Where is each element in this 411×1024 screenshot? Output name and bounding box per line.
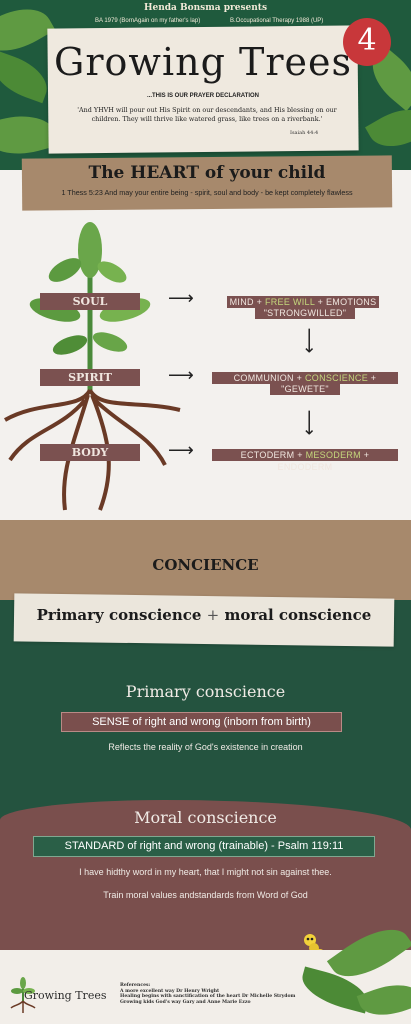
moral-title: Moral conscience: [134, 808, 277, 827]
level-label-soul: SOUL: [40, 293, 140, 310]
arrow-down-icon: ⟶: [298, 327, 320, 354]
reference-item: Growing kids God's way Gary and Anne Mar…: [120, 999, 251, 1005]
concience-title: CONCIENCE: [152, 556, 259, 574]
credential-left: BA 1979 (BornAgain on my father's lap): [95, 18, 201, 24]
presenter-line: Henda Bonsma presents: [143, 3, 268, 13]
reference-item: A more excellent way Dr Henry Wright: [120, 988, 220, 994]
moral-text: Train moral values andstandards from Wor…: [103, 890, 308, 900]
arrow-right-icon: ⟶: [168, 365, 194, 386]
primary-section: [0, 660, 411, 810]
references: References: A more excellent way Dr Henr…: [120, 983, 295, 1005]
spirit-subtitle: "GEWETE": [270, 384, 340, 395]
moral-verse: I have hidthy word in my heart, that I m…: [79, 867, 332, 877]
spirit-components: COMMUNION + CONSCIENCE + INTUITION: [212, 372, 398, 395]
references-title: References:: [120, 983, 151, 988]
level-label-body: BODY: [40, 444, 140, 461]
scripture-quote: 'And YHVH will pour out His Spirit on ou…: [77, 106, 337, 123]
heart-title: The HEART of your child: [88, 163, 326, 183]
primary-title: Primary conscience: [125, 682, 286, 701]
moral-definition-box: STANDARD of right and wrong (trainable) …: [33, 836, 375, 857]
footer-logo-text: Growing Trees: [24, 989, 107, 1002]
concience-equation: Primary conscience + moral conscience: [36, 606, 372, 624]
credential-right: B.Occupational Therapy 1988 (UP): [230, 18, 324, 24]
arrow-right-icon: ⟶: [168, 288, 194, 309]
soul-subtitle: "STRONGWILLED": [255, 308, 355, 319]
issue-badge: 4: [343, 18, 391, 66]
heart-background: [0, 170, 411, 550]
primary-definition-box: SENSE of right and wrong (inborn from bi…: [61, 712, 342, 732]
arrow-right-icon: ⟶: [168, 440, 194, 461]
reference-item: Healing begins with sanctification of th…: [120, 994, 296, 1000]
moral-section: [0, 800, 411, 960]
tree-logo-icon: [10, 977, 36, 1013]
soul-components: MIND + FREE WILL + EMOTIONS: [227, 296, 379, 308]
subtitle: ...THIS IS OUR PRAYER DECLARATION: [146, 93, 259, 99]
heart-verse: 1 Thess 5:23 And may your entire being -…: [61, 188, 353, 197]
primary-text: Reflects the reality of God's existence …: [108, 742, 303, 752]
body-components: ECTODERM + MESODERM + ENDODERM: [212, 449, 398, 472]
arrow-down-icon: ⟶: [298, 409, 320, 436]
concience-banner: [0, 520, 411, 600]
quote-reference: Isaiah 44:4: [290, 130, 319, 136]
page-title: Growing Trees: [54, 40, 352, 84]
level-label-spirit: SPIRIT: [40, 369, 140, 386]
